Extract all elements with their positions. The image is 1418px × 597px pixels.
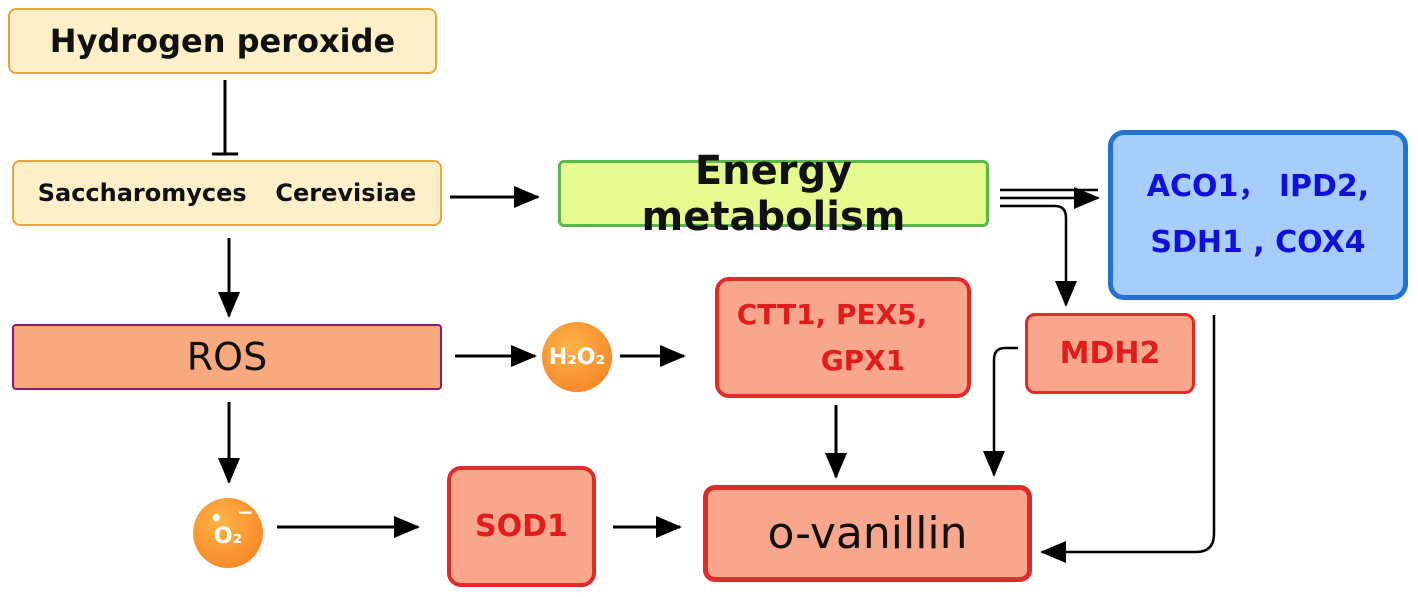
arrow-mdh-ova [983,346,1018,477]
superoxide-molecule-icon: • − O₂ [193,498,263,568]
arrow-aco-ova [1040,315,1216,563]
h2o2-label: H₂O₂ [548,344,606,370]
h2o2-molecule-icon: H₂O₂ [542,322,612,392]
aco-label-line2: SDH1 , COX4 [1150,225,1366,260]
minus-sign: − [237,500,254,524]
radical-dot: • [210,506,223,530]
sod1-label: SOD1 [475,509,568,544]
energy-metabolism-node: Energy metabolism [558,148,989,240]
energy-metabolism-label: Energy metabolism [641,147,906,240]
o-vanillin-label: o-vanillin [767,508,968,559]
mdh2-node: MDH2 [1025,313,1195,394]
hydrogen-peroxide-node: Hydrogen peroxide [8,8,437,74]
saccharomyces-label: Saccharomyces Cerevisiae [37,179,417,207]
mdh2-label: MDH2 [1059,336,1161,371]
sod1-node: SOD1 [447,466,596,587]
o-vanillin-node: o-vanillin [703,485,1032,582]
aco-label-line1: ACO1， IPD2, [1146,169,1370,204]
aco-gene-node: ACO1， IPD2, SDH1 , COX4 [1108,130,1408,300]
ros-node: ROS [12,324,442,390]
arrow-em-mdh [1000,204,1077,307]
saccharomyces-node: Saccharomyces Cerevisiae [12,160,442,226]
o2-label: O₂ [213,523,243,549]
ros-label: ROS [186,335,268,379]
ctt-label-line2: GPX1 [820,343,906,377]
hydrogen-peroxide-label: Hydrogen peroxide [49,22,396,60]
ctt-label-line1: CTT1, PEX5, [736,297,928,331]
ctt-gene-node: CTT1, PEX5, GPX1 [715,277,971,398]
